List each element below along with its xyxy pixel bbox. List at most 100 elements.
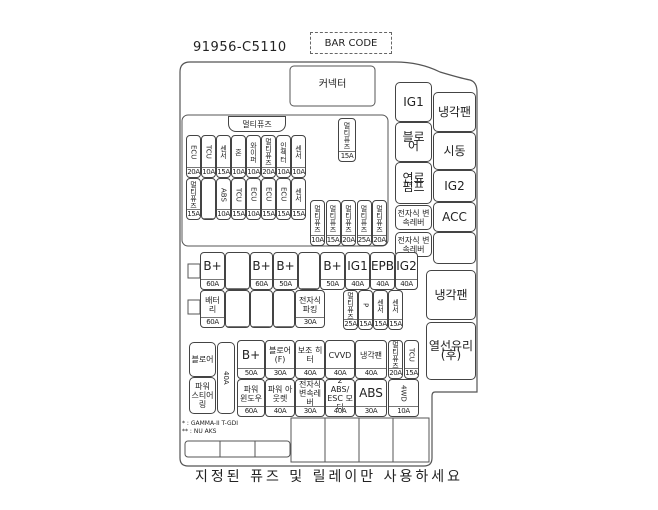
fuse-label: 혼 <box>234 148 243 156</box>
fuse-label: 냉각팬 <box>359 350 383 360</box>
fuse-label: B+ <box>323 259 342 273</box>
fuse-label: 센서 <box>294 145 303 159</box>
fuse-amperage: 60A <box>201 317 224 327</box>
fuse-label: TCU <box>407 348 416 362</box>
fuse-label: 인젝터 <box>279 141 288 163</box>
fuse-amperage: 15A <box>339 151 355 160</box>
upper-block-tab-label: 멀티퓨즈 <box>242 119 272 129</box>
relay: 열선유리 (후) <box>426 322 476 380</box>
fuse-amperage: 40A <box>356 368 386 378</box>
fuse-amperage: 60A <box>201 279 224 289</box>
fuse-amperage: 10A <box>247 167 260 176</box>
relay-label: 전자식 변속레버 <box>397 208 430 227</box>
upper-block-tab: 멀티퓨즈 <box>228 116 286 132</box>
fuse-label: B+ <box>252 259 271 273</box>
relay-label: 40A <box>222 371 230 385</box>
fuse: B+50A <box>237 340 265 379</box>
fuse: 멀티퓨즈 25A <box>356 200 372 246</box>
fuse: 냉각팬 40A <box>355 340 387 379</box>
fuse: 블로어 (F) 30A <box>265 340 295 379</box>
fuse-amperage <box>274 326 294 327</box>
fuse-amperage: 40A <box>371 279 394 289</box>
fuse-label: 멀티퓨즈 <box>360 204 368 233</box>
fuse: B+50A <box>320 252 345 290</box>
fuse-label: IG1 <box>347 259 368 273</box>
relay: 연료 펌프 <box>395 162 432 204</box>
fuse-label: IG2 <box>396 259 417 273</box>
fuse-amperage: 10A <box>247 209 260 218</box>
fuse-amperage: 15A <box>405 368 418 377</box>
fuse-amperage: 30A <box>296 317 324 327</box>
fuse-amperage: 10A <box>277 167 290 176</box>
relay-label: 블로어 <box>191 355 214 364</box>
fuse-label: ECU <box>264 187 273 202</box>
fuse-label: 파워 윈도우 <box>239 384 263 403</box>
fuse-amperage: 40A <box>326 406 354 416</box>
fuse-label: 센서 <box>376 298 385 313</box>
fuse-label: ABS <box>359 386 383 400</box>
fuse-amperage: 10A <box>292 167 305 176</box>
relay-label: ACC <box>442 209 467 224</box>
fuse: 인젝터 10A <box>276 135 291 178</box>
relay-label: 연료 펌프 <box>402 171 425 194</box>
relay-label: 파워 스티어링 <box>191 382 214 409</box>
legend-line: * : GAMMA-II T-GDI <box>182 420 239 427</box>
fuse-amperage: 15A <box>389 319 402 328</box>
fuse-amperage: 10A <box>202 167 215 176</box>
relay: IG2 <box>433 170 476 202</box>
fuse: ECU 10A <box>246 178 261 220</box>
fuse-label: 보조 히터 <box>297 346 323 364</box>
fuse-amperage: 15A <box>326 235 340 244</box>
legend-line: ** : NU AKS <box>182 428 217 435</box>
relay-label: 블로어 <box>402 130 425 153</box>
fuse: B+60A <box>200 252 225 290</box>
fuse-label: 멀티퓨즈 <box>375 204 384 233</box>
fuse-label: ECU <box>249 187 258 202</box>
fuse-amperage: 50A <box>274 279 297 289</box>
fuse-amperage: 25A <box>357 235 371 244</box>
fuse-label: 블로어 (F) <box>268 346 292 364</box>
fuse-amperage: 40A <box>346 279 369 289</box>
relay: ACC <box>433 202 476 232</box>
fuse-label: B+ <box>241 347 261 362</box>
fuse-amperage <box>226 288 249 289</box>
fuse: B+50A <box>273 252 298 290</box>
fuse-amperage: 25A <box>344 319 357 328</box>
fuse-label: ECU <box>279 187 288 202</box>
fuse-amperage: 10A <box>232 167 245 176</box>
fuse: B+ 60A <box>250 252 273 290</box>
fuse-label: 센서 <box>294 187 303 202</box>
fuse-amperage <box>251 326 272 327</box>
fuse: 와이퍼 10A <box>246 135 261 178</box>
fuse-label: 2 ABS/ ESC 모터 <box>327 379 353 412</box>
fuse <box>201 178 216 220</box>
fuse-label: 와이퍼 <box>249 141 258 163</box>
connector-label: 커넥터 <box>318 79 347 90</box>
fuse-label: 파워 아웃렛 <box>267 384 293 403</box>
fuse-amperage: 30A <box>266 368 294 378</box>
fuse: 혼 10A <box>231 135 246 178</box>
fuse-amperage: 60A <box>238 406 264 416</box>
relay-label: 시동 <box>443 143 466 158</box>
fuse-amperage <box>202 218 215 219</box>
fuse-label: 배터리 <box>205 295 220 314</box>
fuse-amperage: 20A <box>342 235 355 244</box>
relay-label: 냉각팬 <box>434 287 468 302</box>
fuse-amperage: 60A <box>251 279 272 289</box>
